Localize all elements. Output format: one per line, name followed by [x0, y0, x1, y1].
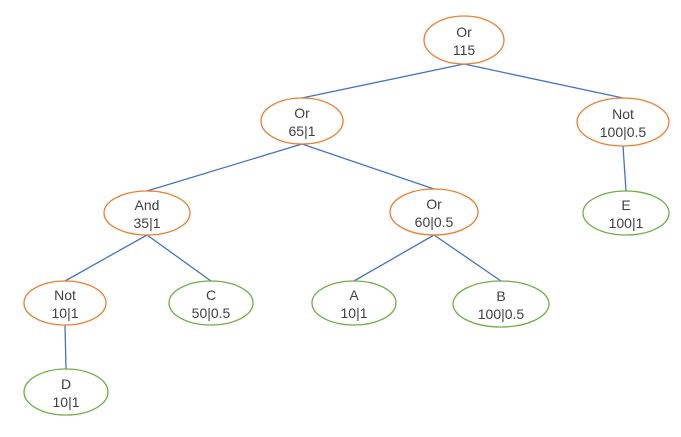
- node-value: 100|0.5: [600, 124, 647, 140]
- edge-line-and-35-c: [146, 234, 212, 282]
- edge-line-or-60-a: [353, 234, 435, 282]
- node-value: 100|0.5: [478, 306, 525, 322]
- operator-node-ellipse: [23, 280, 107, 326]
- edge-line-not-100-e: [622, 145, 627, 192]
- tree-node-e[interactable]: E 100|1: [582, 190, 670, 236]
- operator-node-ellipse: [260, 97, 344, 145]
- operator-node-ellipse: [576, 97, 670, 147]
- node-value: 10|1: [341, 305, 368, 321]
- tree-node-d[interactable]: D 10|1: [23, 368, 109, 416]
- tree-node-a[interactable]: A 10|1: [311, 280, 397, 326]
- node-label: And: [135, 197, 160, 213]
- node-label: D: [61, 376, 71, 392]
- node-value: 10|1: [53, 394, 80, 410]
- tree-node-or-65[interactable]: Or 65|1: [260, 97, 344, 145]
- node-label: C: [206, 287, 216, 303]
- node-label: A: [349, 287, 359, 303]
- node-value: 10|1: [52, 305, 79, 321]
- leaf-node-ellipse: [168, 280, 254, 326]
- edge-line-not-10-d: [64, 324, 67, 370]
- tree-node-not-100[interactable]: Not 100|0.5: [576, 97, 670, 147]
- tree-node-and-35[interactable]: And 35|1: [103, 190, 191, 236]
- leaf-node-ellipse: [23, 368, 109, 416]
- tree-node-or-60[interactable]: Or 60|0.5: [389, 188, 479, 236]
- tree-node-not-10[interactable]: Not 10|1: [23, 280, 107, 326]
- operator-node-ellipse: [423, 15, 505, 65]
- edge-line-or-60-b: [433, 234, 502, 282]
- edge-line-root-not-100: [463, 63, 624, 99]
- edge-line-root-or-65: [301, 63, 465, 99]
- node-value: 50|0.5: [192, 305, 231, 321]
- node-label: B: [496, 288, 505, 304]
- edge-line-and-35-not-10: [64, 234, 148, 282]
- edge-line-or-65-and-35: [146, 143, 303, 192]
- leaf-node-ellipse: [452, 280, 550, 328]
- node-value: 100|1: [609, 215, 644, 231]
- edge-line-or-65-or-60: [301, 143, 435, 190]
- tree-node-c[interactable]: C 50|0.5: [168, 280, 254, 326]
- node-label: Or: [456, 24, 472, 40]
- operator-node-ellipse: [389, 188, 479, 236]
- tree-node-b[interactable]: B 100|0.5: [452, 280, 550, 328]
- operator-node-ellipse: [103, 190, 191, 236]
- node-value: 65|1: [289, 123, 316, 139]
- node-label: Not: [612, 106, 634, 122]
- node-label: Not: [54, 287, 76, 303]
- leaf-node-ellipse: [582, 190, 670, 236]
- tree-node-root[interactable]: Or 115: [423, 15, 505, 65]
- node-label: Or: [426, 196, 442, 212]
- node-value: 60|0.5: [415, 214, 454, 230]
- node-label: E: [621, 197, 630, 213]
- node-label: Or: [294, 105, 310, 121]
- leaf-node-ellipse: [311, 280, 397, 326]
- node-value: 115: [453, 42, 476, 58]
- node-value: 35|1: [134, 215, 161, 231]
